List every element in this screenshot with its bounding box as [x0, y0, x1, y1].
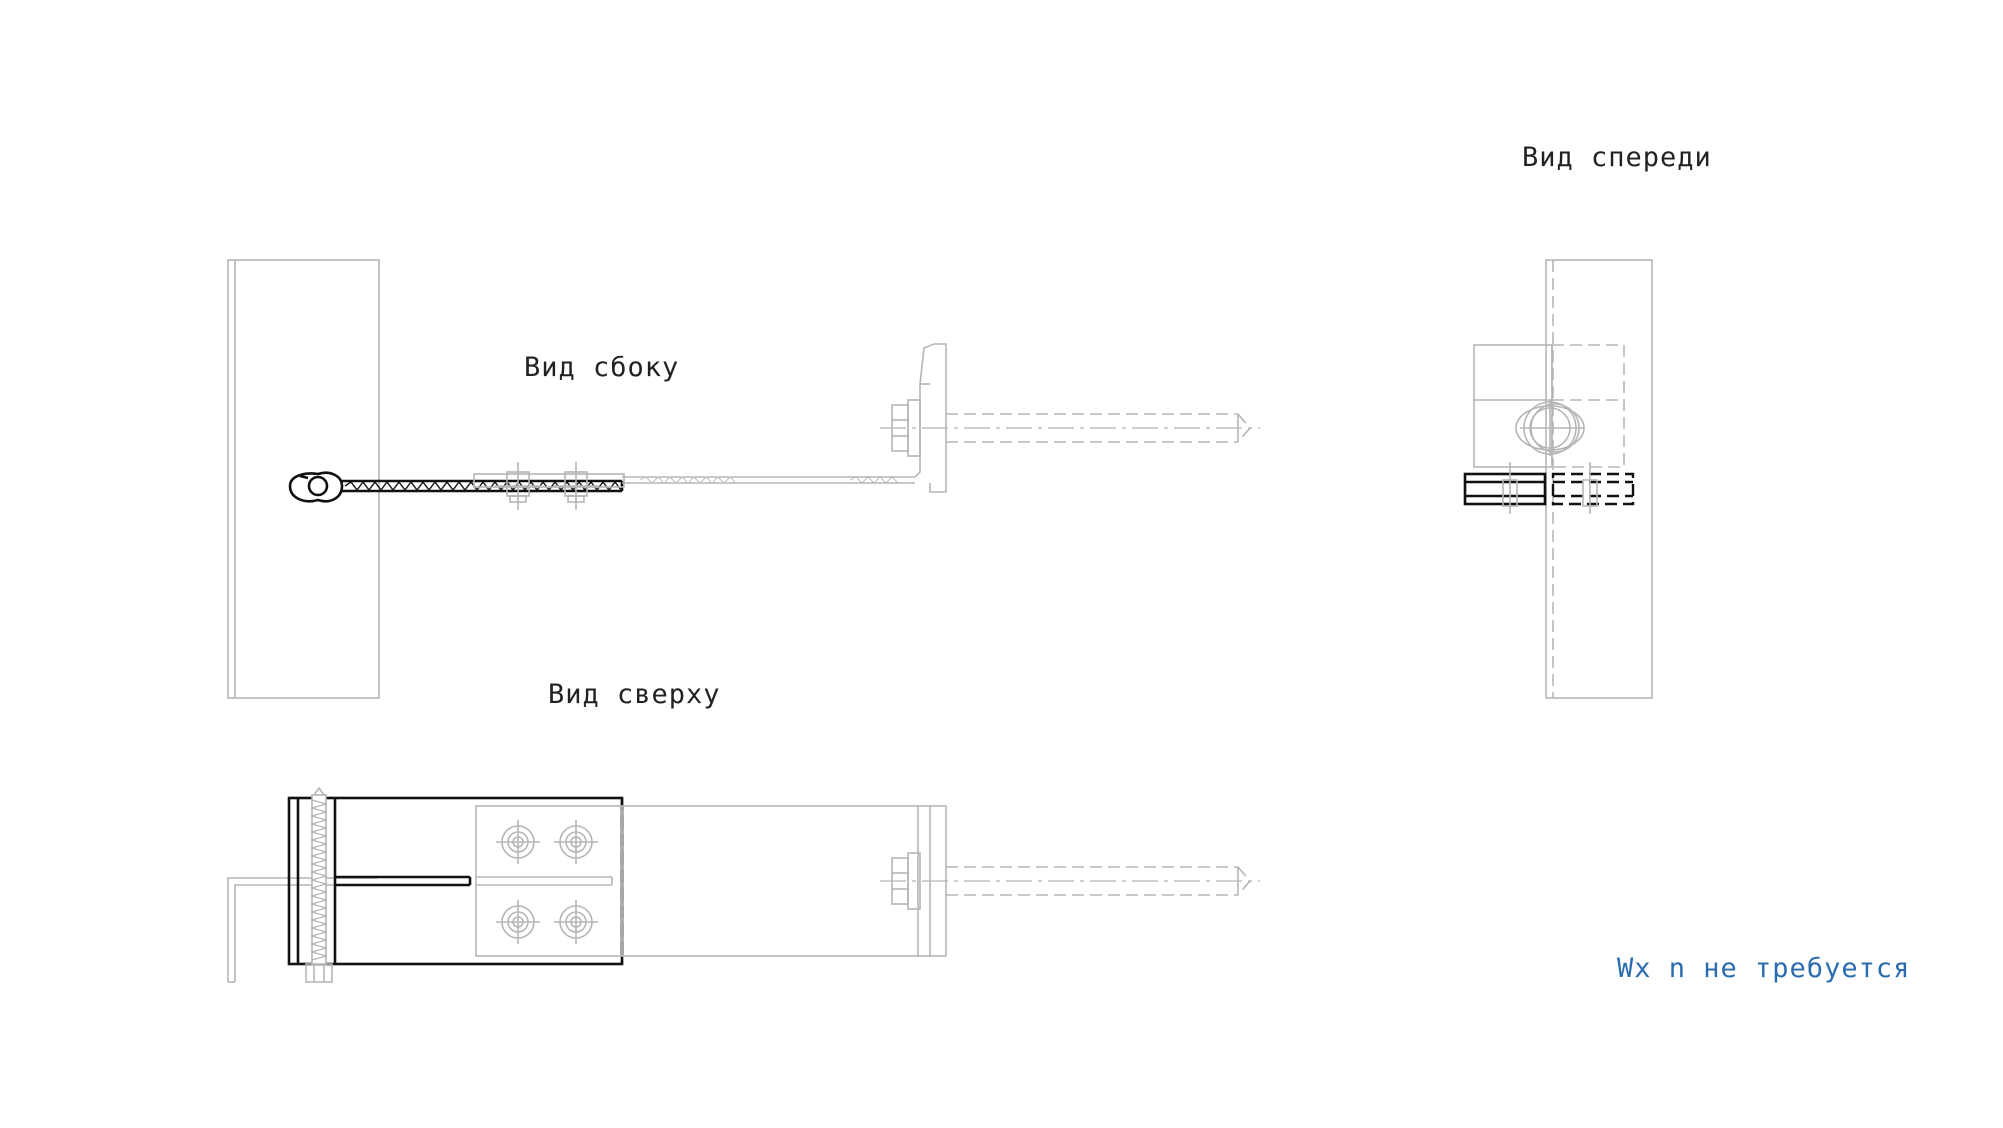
side-view-label: Вид сбоку [524, 352, 680, 383]
note-text: Wx n не требуется [1617, 953, 1911, 984]
top-clamp-body [287, 796, 624, 966]
top-bolt-2 [554, 820, 598, 864]
top-bolt-1 [496, 820, 540, 864]
side-thin-rod [622, 440, 921, 484]
front-view-label: Вид спереди [1522, 142, 1712, 173]
front-view [1463, 259, 1653, 699]
top-bolt-4 [554, 900, 598, 944]
top-anchor-bolt [880, 866, 1260, 896]
top-angle-profile [227, 877, 378, 983]
side-bolt-2 [553, 462, 599, 510]
side-bracket-plate [919, 343, 947, 493]
side-wall-block [227, 259, 380, 699]
top-view [227, 786, 1260, 983]
top-threaded-anchor [305, 786, 333, 983]
side-view [227, 259, 1260, 699]
side-anchor-bolt [880, 413, 1260, 443]
top-bolt-plate [475, 805, 623, 957]
front-wall-block [1545, 259, 1653, 699]
top-bolt-3 [496, 900, 540, 944]
front-clamp [1463, 462, 1635, 514]
side-bolt-1 [495, 462, 541, 510]
front-washer [1515, 400, 1585, 456]
side-anchor-eye [288, 471, 344, 503]
top-view-label: Вид сверху [548, 679, 721, 710]
